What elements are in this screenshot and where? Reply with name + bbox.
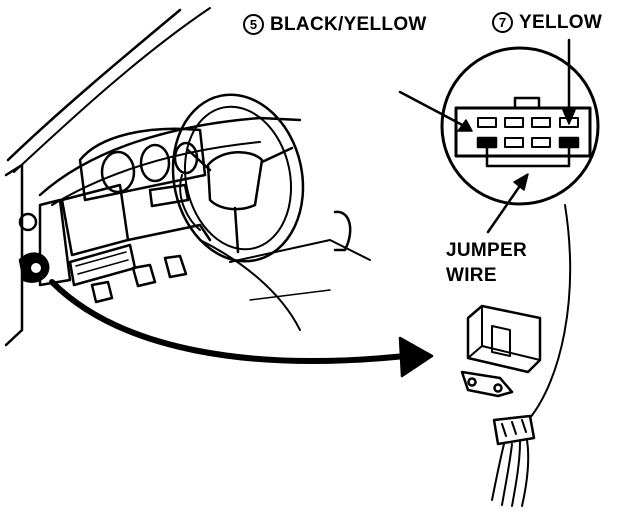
harness-wire-3 [511,441,521,507]
cluster-hood [78,127,207,202]
shift-lever [333,210,352,252]
label-yellow: 7 YELLOW [492,12,602,33]
label-black-yellow-text: BLACK/YELLOW [270,14,427,35]
seat-edge [249,289,331,301]
relay-slot [491,325,511,357]
pedal-3 [163,254,188,279]
lower-dash-box [60,183,130,257]
door-bottom [4,328,24,347]
relay-body [466,304,542,374]
detail-circle-outline [440,46,600,206]
dash-top-inner [51,141,261,206]
harness-wire-up [529,204,572,419]
pin-5-badge: 5 [243,14,264,35]
jumper-wire-line [485,145,571,168]
a-pillar [4,163,24,332]
yellow-leader-head [562,109,576,125]
jumper-leader [486,178,526,234]
relay-connector-pins [501,419,527,437]
label-jumper-line1: JUMPER [446,240,527,261]
arrow-head [398,336,434,378]
steering-wheel-inner [183,105,293,251]
pin-bottom-2 [504,137,524,148]
pin-top-2 [504,117,524,128]
harness-wire-2 [501,443,513,506]
dash-top [38,116,302,197]
label-jumper-wire: JUMPER WIRE [446,238,527,288]
relay-connector [492,414,536,446]
label-jumper-line2: WIRE [446,265,497,286]
pin-top-1 [477,117,497,128]
pin-bottom-3 [531,137,551,148]
harness-wire-4 [521,439,530,507]
dashboard-illustration [4,7,371,347]
relay-bracket [460,370,514,398]
steering-spokes [186,146,294,254]
pin-top-3 [531,117,551,128]
curved-arrow-icon [49,279,434,378]
pedal-2 [131,263,157,288]
black-yellow-leader-head [457,119,473,132]
wheel-shadow [179,174,201,231]
connector-location-hole [31,263,41,273]
pin-7-badge: 7 [492,12,513,33]
relay-unit-icon [460,204,572,507]
detail-circle [398,38,600,234]
jumper-leader-head [513,173,529,191]
fuse-panel-lines [75,251,129,275]
windshield-edge [6,8,182,162]
label-black-yellow: 5 BLACK/YELLOW [243,14,427,35]
console-line [229,239,371,263]
floor-line [199,239,301,331]
pin-5-black-yellow [476,136,498,149]
black-yellow-leader [398,90,470,130]
kick-panel-grommet [18,212,38,232]
dash-lower-edge [126,223,212,242]
gauge-left [100,150,136,194]
pin-7-yellow [558,136,580,149]
bracket-hole-2 [493,383,503,393]
connector-latch [513,96,541,110]
bracket-hole-1 [467,377,477,387]
windshield-inner-edge [13,7,211,173]
gauge-center [139,143,171,183]
label-yellow-text: YELLOW [519,12,603,33]
arrow-shaft [49,279,408,364]
harness-wire-1 [491,443,505,501]
pedal-1 [90,280,114,304]
steering-hub [206,150,264,211]
relay-edge [467,305,483,359]
steering-wheel-rim [171,93,305,263]
